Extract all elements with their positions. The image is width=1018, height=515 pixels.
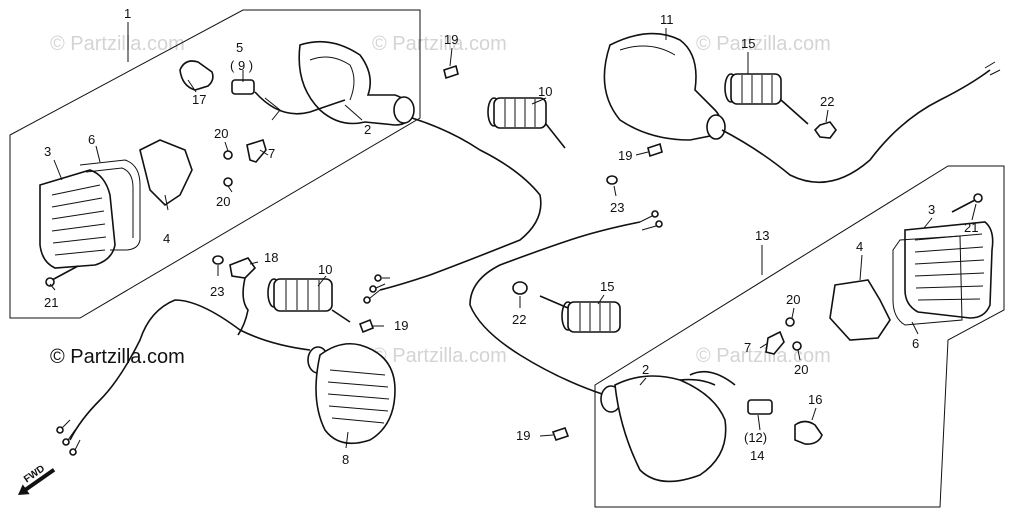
callout-19-lower-right: 19 xyxy=(516,428,530,443)
callout-9: ( 9 ) xyxy=(230,58,253,73)
callout-14: 14 xyxy=(750,448,764,463)
front-left-cable xyxy=(379,117,542,291)
screw-20b xyxy=(223,177,233,187)
front-right-gasket xyxy=(892,235,963,326)
rear-left-cable xyxy=(69,299,311,441)
socket-clip xyxy=(264,97,281,121)
front-left-group-box xyxy=(9,9,421,319)
watermark-1: © Partzilla.com xyxy=(50,33,185,55)
front-right-winker xyxy=(469,193,994,483)
callout-10-lower: 10 xyxy=(318,262,332,277)
callout-16: 16 xyxy=(808,392,822,407)
callout-20a: 20 xyxy=(214,126,228,141)
front-right-cable xyxy=(469,221,641,396)
callout-labels: 1 5 ( 9 ) 17 2 3 6 4 20 20 7 21 19 10 23… xyxy=(44,6,978,467)
front-left-winker xyxy=(39,40,415,287)
brand-label: © Partzilla.com xyxy=(50,346,185,368)
rear-right-housing-edge xyxy=(619,45,676,56)
callout-11: 11 xyxy=(660,12,674,27)
callout-18: 18 xyxy=(264,250,278,265)
front-right-lens xyxy=(904,221,994,319)
watermark-3: © Partzilla.com xyxy=(696,33,831,55)
housing-inner xyxy=(309,56,355,101)
callout-6-upper-left: 6 xyxy=(88,132,95,147)
rear-right-winker xyxy=(603,32,1001,183)
lens-gasket-inner xyxy=(85,167,134,238)
callout-8: 8 xyxy=(342,452,349,467)
front-right-housing xyxy=(614,375,727,483)
rear-left-winker xyxy=(56,255,396,456)
front-right-wire-ends xyxy=(639,210,663,231)
rear-left-housing xyxy=(315,342,396,445)
screw-21-shaft xyxy=(51,265,79,281)
callout-21-upper-left: 21 xyxy=(44,295,58,310)
rear-right-cable xyxy=(721,69,991,183)
callout-20b: 20 xyxy=(216,194,230,209)
callout-5: 5 xyxy=(236,40,243,55)
bolt-19-top xyxy=(443,64,459,80)
housing-stem xyxy=(393,96,415,124)
bracket-7 xyxy=(246,138,267,163)
callout-23-mid: 23 xyxy=(610,200,624,215)
callout-22-top: 22 xyxy=(820,94,834,109)
callout-15-lower: 15 xyxy=(600,279,614,294)
callout-4-upper-left: 4 xyxy=(163,231,170,246)
winker-lens xyxy=(39,169,116,269)
front-right-group-box xyxy=(594,165,1005,508)
callout-17: 17 xyxy=(192,92,206,107)
callout-19-top: 19 xyxy=(444,32,458,47)
callout-22-lower: 22 xyxy=(512,312,526,327)
callout-3-upper-left: 3 xyxy=(44,144,51,159)
watermarks: © Partzilla.com © Partzilla.com © Partzi… xyxy=(50,33,831,367)
fwd-arrow-icon xyxy=(18,468,56,495)
callout-12: (12) xyxy=(744,430,767,445)
rear-right-wire-ends xyxy=(984,61,1001,76)
front-right-socket-wire xyxy=(689,370,736,386)
callout-2-lower-right: 2 xyxy=(642,362,649,377)
callout-13: 13 xyxy=(755,228,769,243)
callout-7-upper-left: 7 xyxy=(268,146,275,161)
front-right-socket xyxy=(747,399,773,415)
callout-10-top: 10 xyxy=(538,84,552,99)
callout-23-lower-left: 23 xyxy=(210,284,224,299)
callout-19-right: 19 xyxy=(618,148,632,163)
bulb-socket xyxy=(231,79,255,95)
callout-3-lower-right: 3 xyxy=(928,202,935,217)
front-right-housing-edge xyxy=(679,378,716,386)
callout-20c: 20 xyxy=(786,292,800,307)
callout-leaders xyxy=(49,22,977,449)
watermark-5: © Partzilla.com xyxy=(696,345,831,367)
washer-23-mid xyxy=(606,175,618,185)
screw-21 xyxy=(45,277,55,287)
front-right-lens-ribs xyxy=(914,233,985,301)
front-left-wire-ends xyxy=(363,274,390,304)
bulb xyxy=(179,60,214,91)
callout-19-lower-left: 19 xyxy=(394,318,408,333)
socket-wire xyxy=(254,91,346,115)
rear-left-wire-ends xyxy=(56,419,81,456)
callout-7-lower-right: 7 xyxy=(744,340,751,355)
front-right-bulb xyxy=(794,420,823,445)
callout-2-upper-left: 2 xyxy=(364,122,371,137)
watermark-4: © Partzilla.com xyxy=(372,345,507,367)
fwd-arrow: FWD xyxy=(18,463,56,495)
resistor-10-top xyxy=(487,97,566,149)
lens-gasket xyxy=(79,159,141,251)
reflector-bracket xyxy=(139,139,193,207)
callout-6-lower-right: 6 xyxy=(912,336,919,351)
callout-21-lower-right: 21 xyxy=(964,220,978,235)
watermark-2: © Partzilla.com xyxy=(372,33,507,55)
callout-1: 1 xyxy=(124,6,131,21)
callout-15-top: 15 xyxy=(741,36,755,51)
screw-20a xyxy=(223,150,233,160)
callout-20d: 20 xyxy=(794,362,808,377)
rear-left-lens-ribs xyxy=(327,369,390,424)
callout-4-lower-right: 4 xyxy=(856,239,863,254)
rear-right-stem xyxy=(706,114,726,140)
front-right-reflector xyxy=(829,279,891,341)
lens-ribs xyxy=(51,184,107,256)
